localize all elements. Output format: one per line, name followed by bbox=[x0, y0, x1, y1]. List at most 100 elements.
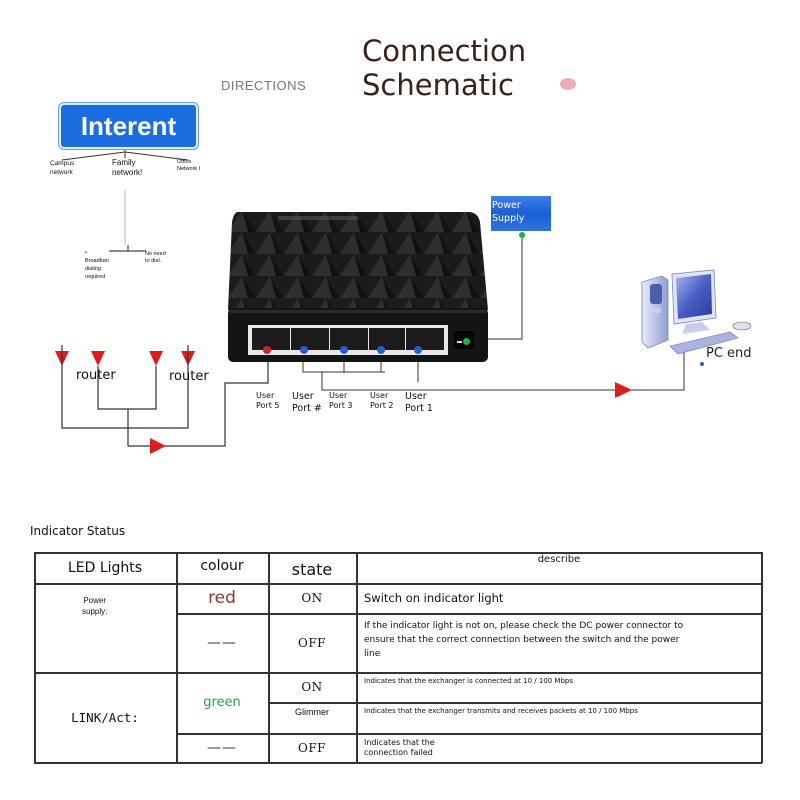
rj45-port-4[interactable] bbox=[291, 328, 329, 350]
colour-red: red bbox=[208, 588, 236, 608]
pc-connector-dot bbox=[700, 362, 704, 366]
port-label-line: User bbox=[370, 391, 389, 400]
colour-green: green bbox=[203, 695, 241, 710]
port-label-3: User Port 3 bbox=[329, 391, 353, 411]
state-on: ON bbox=[301, 680, 323, 694]
network-switch bbox=[228, 210, 488, 365]
port-label-line: Port 5 bbox=[256, 401, 280, 410]
power-supply-box: Power Supply bbox=[491, 196, 551, 231]
network-label-line: network bbox=[50, 169, 73, 176]
port-label-line: Port 3 bbox=[329, 401, 353, 410]
power-supply-label-line: Power bbox=[492, 200, 521, 211]
table-border bbox=[268, 552, 270, 763]
header-led-lights: LED Lights bbox=[67, 559, 143, 576]
label-line: Power bbox=[83, 596, 107, 605]
network-label-line: Family bbox=[112, 158, 136, 167]
arrow-down-icon bbox=[149, 351, 163, 366]
network-label-line: Office bbox=[177, 159, 192, 165]
state-on: ON bbox=[301, 591, 323, 605]
colour-none: —— bbox=[207, 739, 237, 756]
port-label-4: User Port # bbox=[292, 391, 322, 415]
state-glimmer: Glimmer bbox=[295, 707, 329, 717]
port-label-line: User bbox=[256, 391, 275, 400]
dc-power-jack[interactable] bbox=[454, 331, 474, 349]
port-label-line: User bbox=[405, 391, 427, 402]
describe-transmits-packets: Indicates that the exchanger transmits a… bbox=[364, 707, 638, 715]
note-broadband-dialing: • Broadban dialing required bbox=[85, 249, 109, 281]
rj45-port-1[interactable] bbox=[406, 328, 444, 350]
arrow-right-icon bbox=[615, 382, 632, 398]
arrow-right-icon bbox=[150, 438, 166, 454]
router-label-2: router bbox=[169, 369, 209, 384]
describe-check-dc-power: If the indicator light is not on, please… bbox=[364, 621, 684, 659]
describe-connection-failed: Indicates that the connection failed bbox=[356, 733, 762, 762]
page-title-line-2: Schematic bbox=[362, 68, 514, 102]
header-colour: colour bbox=[200, 557, 244, 574]
note-bullet: • bbox=[85, 250, 87, 256]
port-label-1: User Port 1 bbox=[405, 391, 433, 415]
jack-pin bbox=[457, 341, 462, 343]
table-border bbox=[34, 552, 36, 763]
led-blue-icon bbox=[377, 346, 385, 354]
note-line: No need bbox=[145, 251, 166, 257]
indicator-status-table: LED Lights colour state describe Power s… bbox=[34, 552, 763, 764]
indicator-status-title: Indicator Status bbox=[30, 524, 126, 538]
router-label-1: router bbox=[76, 368, 116, 383]
led-red-icon bbox=[263, 346, 271, 354]
port-label-line: Port 1 bbox=[405, 403, 433, 414]
note-line: Broadban bbox=[85, 258, 109, 264]
state-off: OFF bbox=[298, 740, 326, 755]
network-label-campus: Campus network bbox=[50, 159, 74, 177]
port-label-5: User Port 5 bbox=[256, 391, 280, 411]
power-connector-dot bbox=[519, 232, 525, 238]
table-border bbox=[34, 583, 762, 585]
rj45-port-2[interactable] bbox=[369, 328, 405, 350]
note-no-dial: No need to dial. bbox=[145, 251, 166, 265]
network-drop-lines bbox=[60, 185, 190, 345]
network-label-line: network! bbox=[112, 168, 143, 177]
table-border bbox=[176, 733, 762, 735]
note-line: to dial. bbox=[145, 258, 162, 264]
rj45-port-3[interactable] bbox=[330, 328, 368, 350]
table-border bbox=[34, 552, 762, 554]
led-link-act-label: LINK/Act: bbox=[71, 709, 139, 725]
table-border bbox=[356, 552, 358, 763]
internet-box: Interent bbox=[59, 103, 198, 149]
header-state: state bbox=[291, 560, 333, 579]
pc-end-label: PC end bbox=[706, 346, 752, 361]
describe-line: Indicates that the bbox=[364, 737, 435, 747]
port-label-line: Port # bbox=[292, 403, 322, 414]
note-line: dialing bbox=[85, 266, 101, 272]
table-border bbox=[34, 672, 762, 674]
power-supply-label-line: Supply bbox=[492, 213, 525, 224]
pc-computer bbox=[638, 268, 758, 358]
describe-switch-on: Switch on indicator light bbox=[364, 591, 504, 605]
network-label-office: Office Network I bbox=[177, 159, 200, 173]
table-border bbox=[176, 552, 178, 763]
connection-schematic-diagram: DIRECTIONS Connection Schematic bbox=[50, 34, 758, 454]
arrow-down-icon bbox=[91, 351, 105, 366]
internet-branch-lines bbox=[61, 147, 189, 161]
family-branch-lines bbox=[109, 245, 146, 252]
down-arrows bbox=[55, 351, 195, 366]
network-label-line: Campus bbox=[50, 160, 75, 167]
port-label-line: Port 2 bbox=[370, 401, 394, 410]
rj45-port-5[interactable] bbox=[252, 328, 290, 350]
port-label-2: User Port 2 bbox=[370, 391, 394, 411]
directions-label: DIRECTIONS bbox=[221, 78, 307, 93]
led-power-supply-label: Power supply: bbox=[34, 583, 176, 672]
connection-lines bbox=[55, 147, 685, 454]
state-off: OFF bbox=[298, 635, 326, 650]
table-border bbox=[761, 552, 763, 763]
describe-connected: Indicates that the exchanger is connecte… bbox=[364, 677, 574, 685]
table-border bbox=[34, 762, 762, 764]
led-blue-icon bbox=[300, 346, 308, 354]
table-border bbox=[176, 613, 762, 615]
label-line: supply: bbox=[82, 607, 108, 616]
page-title-line-1: Connection bbox=[362, 34, 527, 68]
network-label-line: Network I bbox=[177, 166, 201, 172]
note-line: required bbox=[85, 274, 106, 280]
router-merge-lines bbox=[61, 345, 269, 447]
port-label-line: User bbox=[292, 391, 314, 402]
led-blue-icon bbox=[414, 346, 422, 354]
